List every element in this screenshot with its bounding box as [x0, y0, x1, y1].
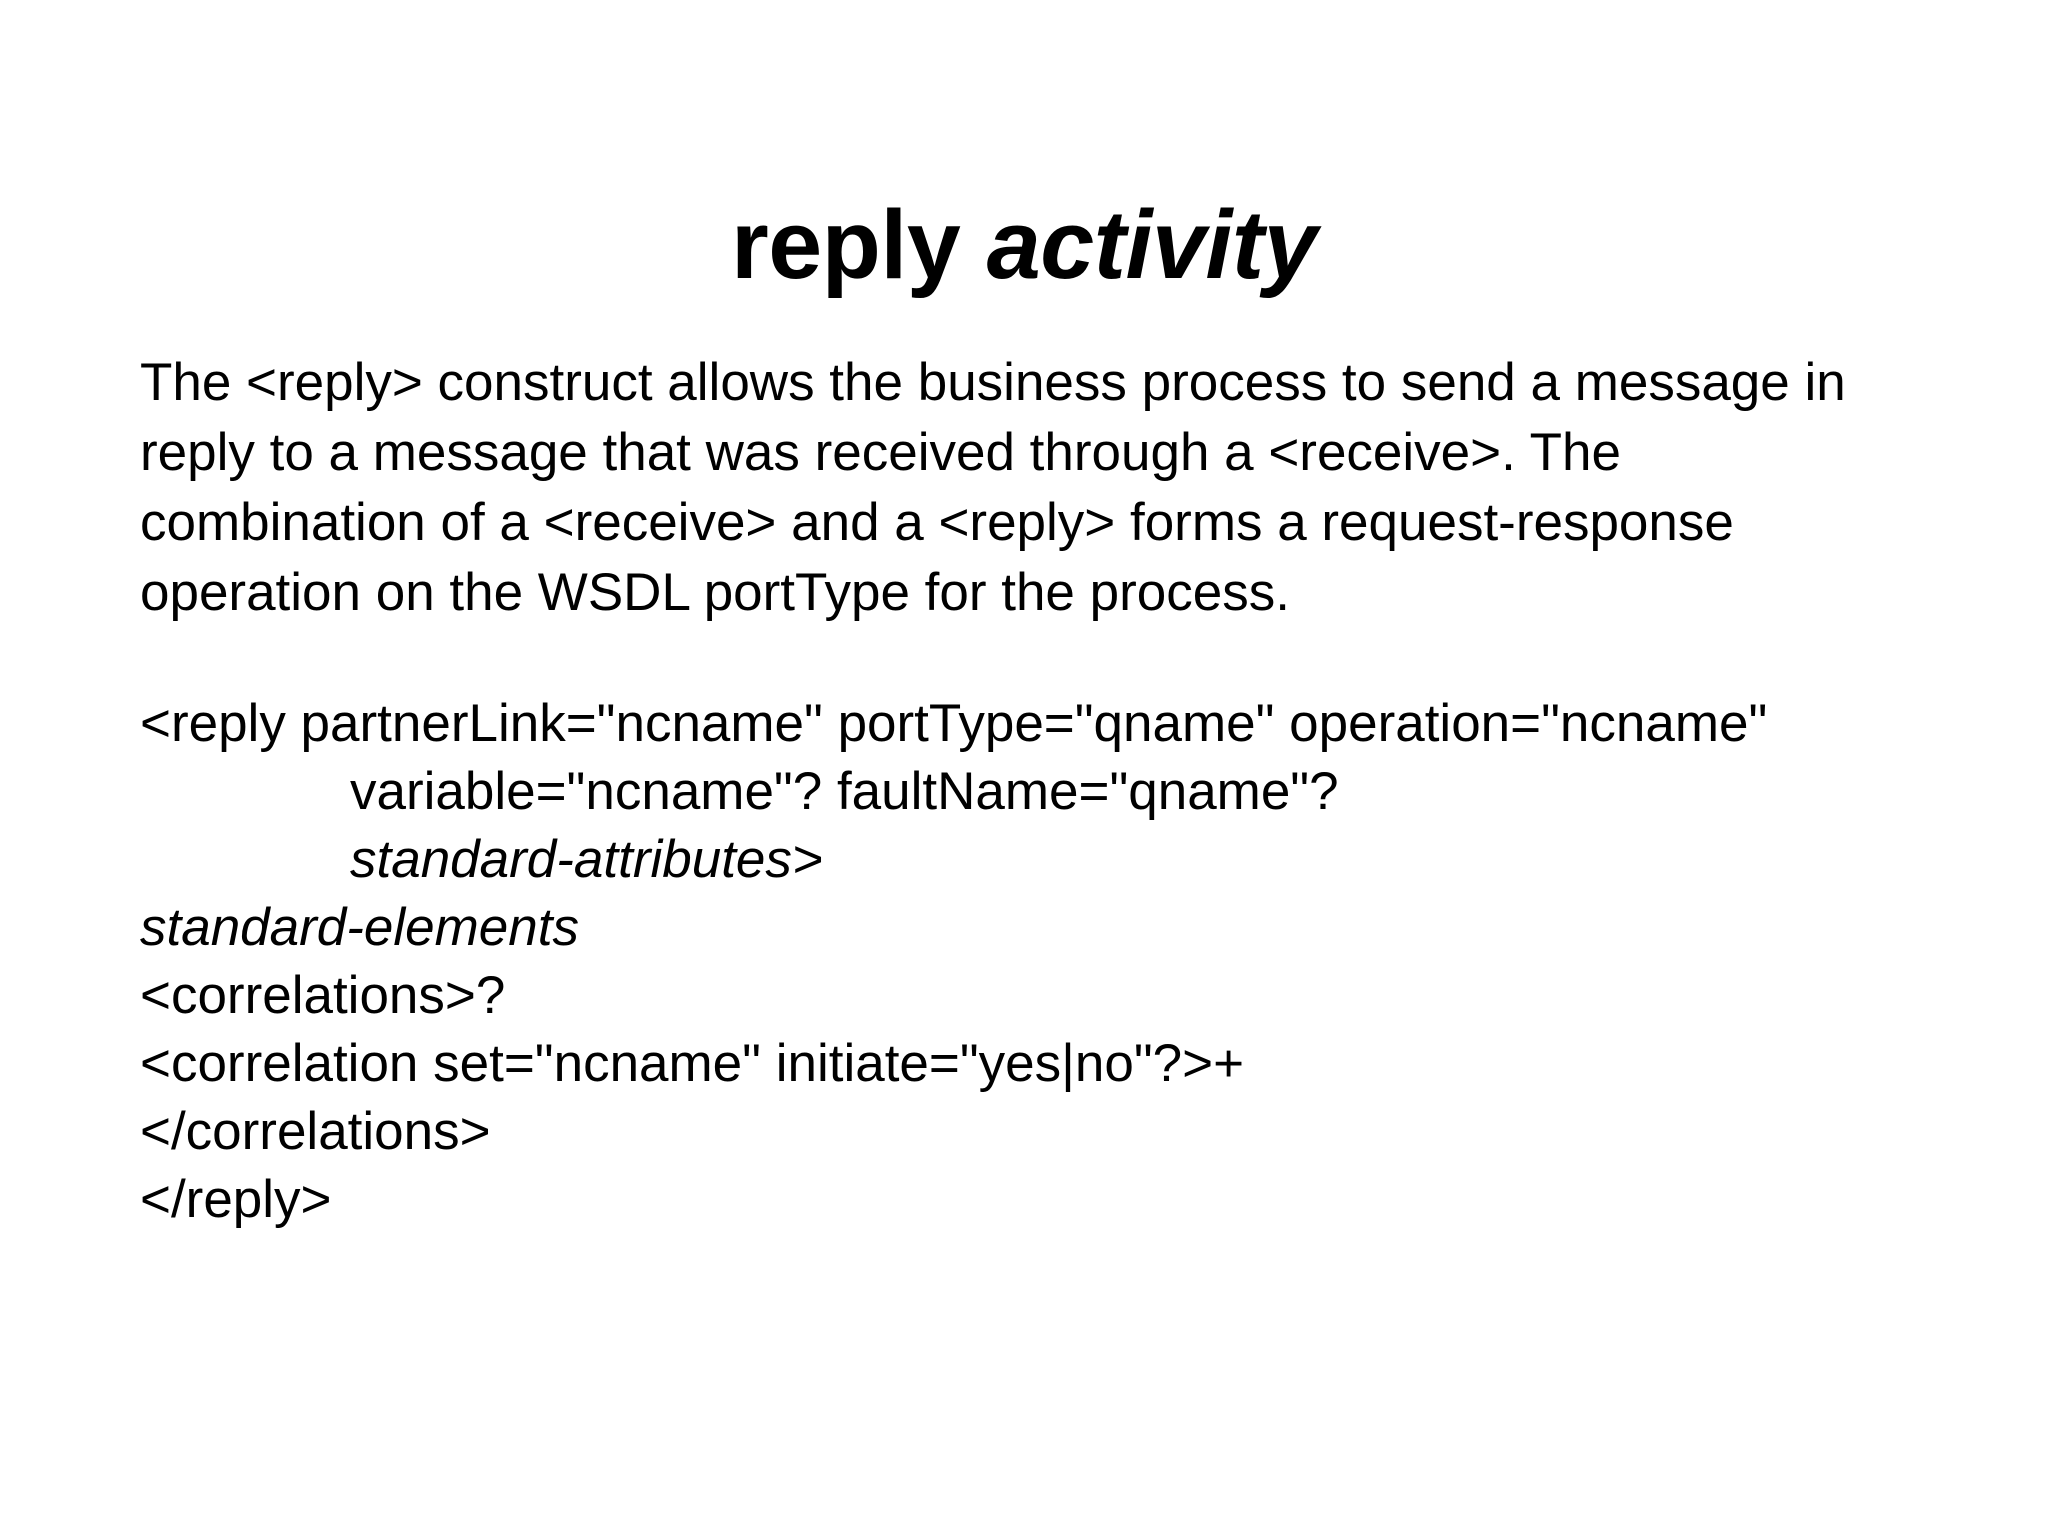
body-content: The <reply> construct allows the busines…	[140, 348, 1930, 628]
code-line: </correlations>	[140, 1102, 491, 1161]
code-line: <correlations>?	[140, 966, 506, 1025]
code-line: <reply partnerLink="ncname" portType="qn…	[140, 694, 1768, 753]
code-line: <correlation set="ncname" initiate="yes|…	[140, 1034, 1245, 1093]
page-title-regular: reply	[730, 189, 987, 299]
intro-paragraph: The <reply> construct allows the busines…	[140, 353, 1846, 622]
code-listing: <reply partnerLink="ncname" portType="qn…	[140, 690, 1940, 1234]
page-title-italic: activity	[986, 189, 1318, 299]
code-line: standard-attributes>	[350, 830, 823, 889]
code-line: variable="ncname"? faultName="qname"?	[350, 762, 1339, 821]
code-line: standard-elements	[140, 898, 579, 957]
page-title: reply activity	[0, 189, 2048, 299]
code-line: </reply>	[140, 1170, 332, 1229]
